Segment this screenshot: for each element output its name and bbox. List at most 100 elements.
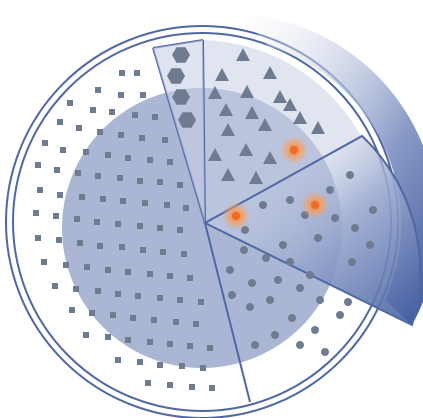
square-icon — [56, 237, 62, 243]
square-icon — [77, 240, 83, 246]
dot-icon — [296, 284, 304, 292]
dot-icon — [366, 241, 374, 249]
square-icon — [105, 267, 111, 273]
dot-icon — [266, 296, 274, 304]
square-icon — [95, 173, 101, 179]
square-icon — [164, 202, 170, 208]
square-icon — [109, 109, 115, 115]
dot-icon — [369, 206, 377, 214]
square-icon — [115, 357, 121, 363]
square-icon — [117, 175, 123, 181]
square-icon — [33, 210, 39, 216]
square-icon — [84, 264, 90, 270]
square-icon — [57, 192, 63, 198]
square-icon — [97, 243, 103, 249]
square-icon — [140, 247, 146, 253]
square-icon — [183, 205, 189, 211]
glow-core-icon — [311, 201, 319, 209]
square-icon — [83, 332, 89, 338]
square-icon — [37, 187, 43, 193]
square-icon — [105, 152, 111, 158]
dot-icon — [226, 266, 234, 274]
dot-icon — [286, 196, 294, 204]
square-icon — [152, 114, 158, 120]
square-icon — [167, 159, 173, 165]
square-icon — [63, 262, 69, 268]
square-icon — [35, 162, 41, 168]
square-icon — [41, 259, 47, 265]
square-icon — [147, 157, 153, 163]
square-icon — [177, 182, 183, 188]
dot-icon — [274, 276, 282, 284]
square-icon — [135, 293, 141, 299]
dot-icon — [246, 303, 254, 311]
square-icon — [94, 219, 100, 225]
square-icon — [105, 334, 111, 340]
square-icon — [181, 251, 187, 257]
square-icon — [95, 288, 101, 294]
square-icon — [167, 341, 173, 347]
dot-icon — [296, 341, 304, 349]
square-icon — [74, 216, 80, 222]
square-icon — [69, 307, 75, 313]
square-icon — [35, 235, 41, 241]
square-icon — [187, 275, 193, 281]
square-icon — [73, 286, 79, 292]
dot-icon — [351, 224, 359, 232]
dot-icon — [279, 241, 287, 249]
dot-icon — [326, 186, 334, 194]
square-icon — [95, 87, 101, 93]
square-icon — [209, 385, 215, 391]
square-icon — [147, 339, 153, 345]
square-icon — [115, 221, 121, 227]
square-icon — [189, 384, 195, 390]
square-icon — [134, 70, 140, 76]
square-icon — [167, 382, 173, 388]
square-icon — [57, 119, 63, 125]
dot-icon — [240, 246, 248, 254]
square-icon — [125, 269, 131, 275]
dot-icon — [336, 311, 344, 319]
dot-icon — [288, 314, 296, 322]
square-icon — [193, 321, 199, 327]
square-icon — [157, 225, 163, 231]
dot-icon — [344, 298, 352, 306]
glow-core-icon — [232, 212, 240, 220]
dot-icon — [271, 331, 279, 339]
dot-icon — [262, 254, 270, 262]
square-icon — [173, 319, 179, 325]
square-icon — [157, 295, 163, 301]
square-icon — [118, 92, 124, 98]
square-icon — [207, 345, 213, 351]
glow-core-icon — [290, 146, 298, 154]
square-icon — [132, 112, 138, 118]
square-icon — [125, 155, 131, 161]
dot-icon — [248, 279, 256, 287]
square-icon — [97, 129, 103, 135]
square-icon — [79, 194, 85, 200]
square-icon — [200, 365, 206, 371]
square-icon — [179, 363, 185, 369]
square-icon — [162, 137, 168, 143]
dot-icon — [346, 171, 354, 179]
dot-icon — [286, 258, 294, 266]
square-icon — [52, 283, 58, 289]
dot-icon — [316, 296, 324, 304]
square-icon — [157, 179, 163, 185]
square-icon — [147, 271, 153, 277]
square-icon — [125, 337, 131, 343]
square-icon — [54, 167, 60, 173]
square-icon — [177, 297, 183, 303]
square-icon — [60, 147, 66, 153]
square-icon — [89, 310, 95, 316]
square-icon — [198, 299, 204, 305]
square-icon — [115, 291, 121, 297]
square-icon — [83, 149, 89, 155]
square-icon — [120, 198, 126, 204]
square-icon — [67, 100, 73, 106]
dot-icon — [259, 201, 267, 209]
dot-icon — [251, 341, 259, 349]
square-icon — [75, 170, 81, 176]
square-icon — [119, 244, 125, 250]
square-icon — [130, 315, 136, 321]
